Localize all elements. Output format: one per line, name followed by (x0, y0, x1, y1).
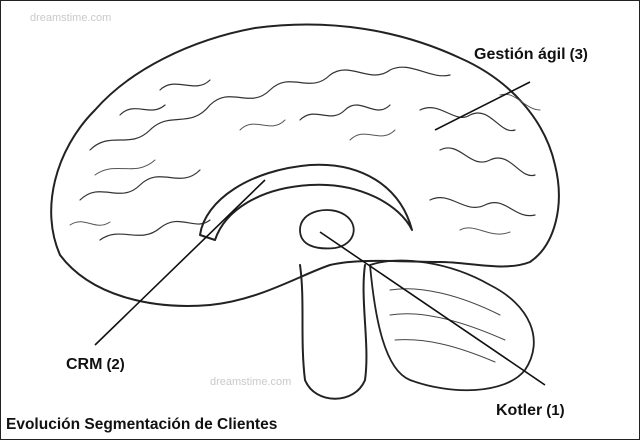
label-kotler-text: Kotler (496, 402, 543, 419)
gestion-pointer (434, 81, 531, 131)
label-gestion-text: Gestión ágil (474, 46, 566, 63)
label-crm-text: CRM (66, 356, 103, 373)
corpus-callosum (199, 163, 413, 241)
gyri-lines (79, 66, 536, 241)
label-crm-number: (2) (106, 356, 125, 373)
crm-pointer (94, 179, 266, 346)
cerebellum-folia (389, 288, 506, 363)
cerebellum (369, 259, 535, 392)
label-gestion-agil: Gestión ágil(3) (474, 46, 588, 64)
thalamus (299, 209, 355, 250)
diagram-caption: Evolución Segmentación de Clientes (6, 416, 278, 433)
brain-outline (50, 23, 560, 307)
watermark: dreamstime.com (210, 376, 292, 388)
label-kotler: Kotler(1) (496, 402, 565, 420)
brainstem (299, 264, 368, 400)
label-gestion-number: (3) (569, 46, 588, 63)
gyri-lines-2 (69, 93, 541, 235)
label-kotler-number: (1) (546, 402, 565, 419)
watermark: dreamstime.com (30, 12, 112, 24)
kotler-pointer (319, 231, 546, 386)
label-crm: CRM(2) (66, 356, 125, 374)
